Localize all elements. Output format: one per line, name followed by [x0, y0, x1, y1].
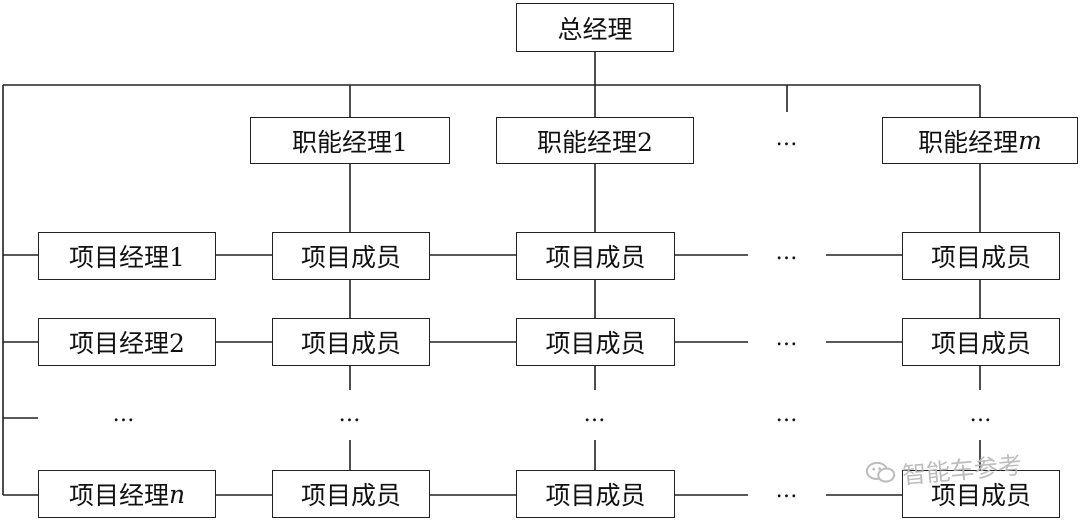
project-member-box: 项目成员 [902, 232, 1060, 280]
project-member-label: 项目成员 [545, 329, 646, 358]
project-manager-1-box: 项目经理1 [38, 232, 216, 280]
project-member-label: 项目成员 [300, 329, 401, 358]
project-member-box: 项目成员 [902, 318, 1060, 366]
project-manager-n-suffix: n [168, 479, 186, 509]
general-manager-label: 总经理 [557, 14, 633, 44]
functional-manager-1-label: 职能经理1 [292, 127, 408, 157]
functional-manager-m-suffix: m [1018, 126, 1042, 155]
project-member-box: 项目成员 [272, 232, 430, 280]
general-manager-box: 总经理 [516, 3, 674, 52]
project-member-label: 项目成员 [300, 481, 401, 510]
column-ellipsis: … [338, 402, 362, 427]
project-member-box: 项目成员 [272, 470, 430, 518]
watermark: 智能车参考 [865, 445, 1023, 493]
functional-manager-ellipsis: … [775, 126, 799, 151]
functional-manager-2-label: 职能经理2 [537, 127, 653, 157]
functional-manager-2-box: 职能经理2 [496, 117, 694, 164]
project-member-label: 项目成员 [930, 329, 1031, 358]
project-member-box: 项目成员 [902, 470, 1060, 518]
project-manager-2-label: 项目经理2 [69, 329, 185, 358]
project-member-label: 项目成员 [930, 243, 1031, 272]
grid-ellipsis: … [775, 402, 799, 427]
project-member-box: 项目成员 [516, 232, 675, 280]
project-member-label: 项目成员 [930, 481, 1031, 510]
project-manager-1-label: 项目经理1 [69, 243, 185, 272]
row-ellipsis: … [775, 326, 799, 351]
functional-manager-m-label: 职能经理 [918, 127, 1019, 157]
project-manager-2-box: 项目经理2 [38, 318, 216, 366]
project-member-label: 项目成员 [545, 481, 646, 510]
wechat-icon [865, 459, 898, 492]
column-ellipsis: … [583, 402, 607, 427]
column-ellipsis: … [969, 402, 993, 427]
project-member-box: 项目成员 [272, 318, 430, 366]
functional-manager-1-box: 职能经理1 [250, 117, 450, 164]
project-member-label: 项目成员 [545, 243, 646, 272]
project-member-label: 项目成员 [300, 243, 401, 272]
project-member-box: 项目成员 [516, 470, 675, 518]
project-member-box: 项目成员 [516, 318, 675, 366]
manager-column-ellipsis: … [112, 402, 136, 427]
row-ellipsis: … [775, 240, 799, 265]
project-manager-n-label: 项目经理 [68, 481, 169, 510]
row-ellipsis: … [775, 478, 799, 503]
